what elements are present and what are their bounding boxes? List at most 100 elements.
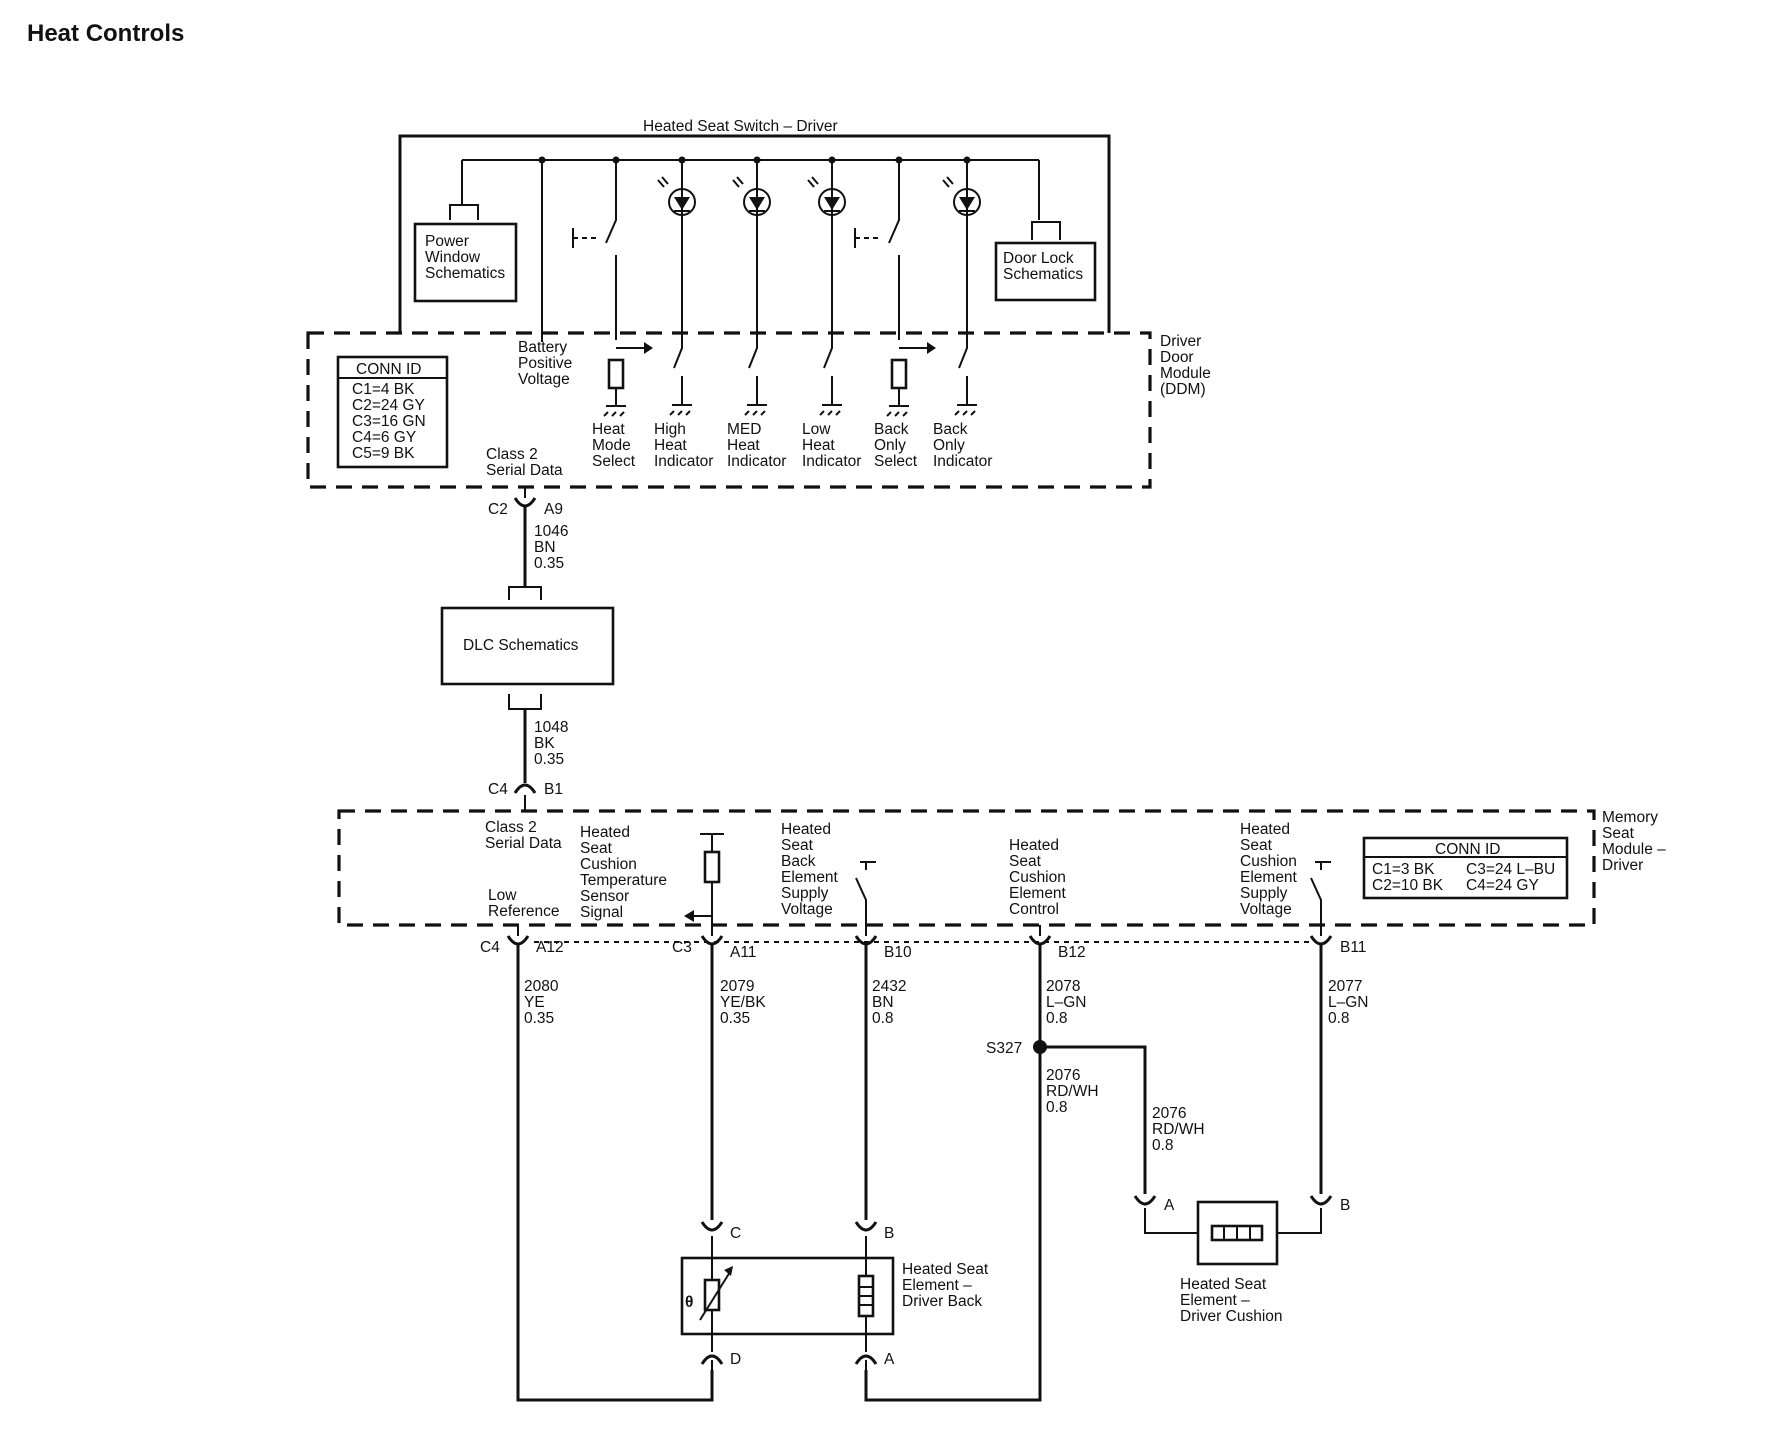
- label-pins-b11: B11: [1340, 939, 1366, 956]
- label-back_element-name-0: Heated Seat: [902, 1261, 989, 1278]
- label-ddm-conn_id-4: C5=9 BK: [352, 445, 415, 462]
- label-msm-temp_sensor-5: Signal: [580, 904, 623, 921]
- label-ddm-battery-1: Positive: [518, 355, 572, 372]
- label-connections-wire2-1: BK: [534, 735, 555, 752]
- label-wires-w2076a-1: RD/WH: [1046, 1083, 1099, 1100]
- label-msm-cushion_supply-4: Supply: [1240, 885, 1288, 902]
- heat-mode-select-switch: [572, 156, 653, 417]
- label-wires-splice: S327: [986, 1040, 1022, 1057]
- ddm-conn-id-table: CONN ID C1=4 BK C2=24 GY C3=16 GN C4=6 G…: [336, 355, 449, 469]
- label-wires-w2432-1: BN: [872, 994, 894, 1011]
- cushion-element-supply-label: Heated: [1240, 821, 1290, 838]
- temp-sensor-signal-label: Heated: [580, 824, 630, 841]
- label-ddm-serial-1: Serial Data: [486, 462, 563, 479]
- label-msm-low_ref-1: Reference: [488, 903, 560, 920]
- label-wires-w2079-0: 2079: [720, 978, 754, 995]
- wire-2078: [864, 944, 1042, 1402]
- label-msm-cushion_control-2: Cushion: [1009, 869, 1066, 886]
- label-ddm-circuits-3-2: Indicator: [802, 453, 861, 470]
- wire-2080: [516, 944, 714, 1402]
- door-lock-schematics-box: Door Lock Schematics: [994, 221, 1097, 302]
- label-wires-w2076b-0: 2076: [1152, 1105, 1186, 1122]
- label-msm-serial-1: Serial Data: [485, 835, 562, 852]
- label-msm-name-2: Module –: [1602, 841, 1666, 858]
- label-ddm-circuits-1-1: Heat: [654, 437, 687, 454]
- label-wires-w2432-0: 2432: [872, 978, 906, 995]
- label-pins-a11: A11: [730, 944, 756, 961]
- label-cushion_element-name-0: Heated Seat: [1180, 1276, 1267, 1293]
- label-msm-cushion_supply-2: Cushion: [1240, 853, 1297, 870]
- label-msm-name-0: Memory: [1602, 809, 1658, 826]
- switch-label: Heated Seat Switch – Driver: [643, 118, 838, 135]
- label-ddm-name-3: (DDM): [1160, 381, 1206, 398]
- label-ddm-conn_id-2: C3=16 GN: [352, 413, 426, 430]
- label-msm-conn_id_left-0: C1=3 BK: [1372, 861, 1435, 878]
- label-wires-w2076a-0: 2076: [1046, 1067, 1080, 1084]
- label-ddm-conn_id-0: C1=4 BK: [352, 381, 415, 398]
- back-only-select-switch: [854, 156, 936, 417]
- low-heat-indicator-label: Low: [802, 421, 831, 438]
- label-ddm-circuits-3-1: Heat: [802, 437, 835, 454]
- label-ddm-circuits-1-2: Indicator: [654, 453, 713, 470]
- label-cushion_element-name-1: Element –: [1180, 1292, 1250, 1309]
- label-connections-wire2-0: 1048: [534, 719, 568, 736]
- label-msm-name-1: Seat: [1602, 825, 1635, 842]
- msm-pin-connectors: C4 A12 C3 A11 B10 B12 B11: [480, 925, 1366, 961]
- label-ddm-circuits-4-1: Only: [874, 437, 906, 454]
- cushion-element-control-label: Heated: [1009, 837, 1059, 854]
- label-back_element-pin_a: A: [884, 1351, 895, 1368]
- page-title: Heat Controls: [27, 20, 185, 47]
- label-msm-cushion_supply-1: Seat: [1240, 837, 1273, 854]
- label-connections-ddm_pin: A9: [544, 501, 563, 518]
- msm-outline: [337, 809, 1596, 927]
- label-connections-wire1-2: 0.35: [534, 555, 564, 572]
- dlc-schematics-box: [440, 606, 615, 686]
- label-msm-back_supply-5: Voltage: [781, 901, 833, 918]
- label-connections-msm_conn: C4: [488, 781, 508, 798]
- label-wires-w2078-2: 0.8: [1046, 1010, 1068, 1027]
- memory-seat-module: Memory Seat Module – Driver CONN ID C1=3…: [337, 809, 1666, 927]
- label-back_element-pin_c: C: [730, 1225, 741, 1242]
- label-msm-conn_id_left-1: C2=10 BK: [1372, 877, 1444, 894]
- label-wires-w2079-1: YE/BK: [720, 994, 766, 1011]
- dlc-schematics-label: DLC Schematics: [463, 637, 579, 654]
- high-heat-indicator-label: High: [654, 421, 686, 438]
- label-wires-w2078-0: 2078: [1046, 978, 1080, 995]
- label-switch-door_lock-1: Schematics: [1003, 266, 1083, 283]
- label-pins-a11_conn: C3: [672, 939, 692, 956]
- label-msm-cushion_control-4: Control: [1009, 901, 1059, 918]
- msm-serial-data-label: Class 2: [485, 819, 537, 836]
- label-ddm-circuits-2-1: Heat: [727, 437, 760, 454]
- label-msm-temp_sensor-4: Sensor: [580, 888, 629, 905]
- label-wires-w2080-0: 2080: [524, 978, 559, 995]
- msm-conn-id-table: CONN ID C1=3 BK C2=10 BK C3=24 L–BU C4=2…: [1362, 836, 1569, 900]
- junction: [538, 156, 546, 164]
- label-cushion_element-name-2: Driver Cushion: [1180, 1308, 1283, 1325]
- label-msm-cushion_control-3: Element: [1009, 885, 1067, 902]
- label-ddm-conn_id-1: C2=24 GY: [352, 397, 425, 414]
- label-connections-msm_pin: B1: [544, 781, 563, 798]
- label-wires-w2432-2: 0.8: [872, 1010, 894, 1027]
- label-wires-w2076b-2: 0.8: [1152, 1137, 1174, 1154]
- label-connections-wire1-1: BN: [534, 539, 556, 556]
- label-ddm-circuits-4-2: Select: [874, 453, 918, 470]
- label-ddm-battery-2: Voltage: [518, 371, 570, 388]
- label-pins-a12: A12: [536, 939, 564, 956]
- label-msm-temp_sensor-2: Cushion: [580, 856, 637, 873]
- ddm-outline: [306, 331, 1152, 489]
- label-switch-power_window-1: Window: [425, 249, 481, 266]
- switch-outline: [398, 134, 1111, 333]
- label-ddm-circuits-0-2: Select: [592, 453, 636, 470]
- med-heat-indicator-label: MED: [727, 421, 761, 438]
- label-switch-door_lock-0: Door Lock: [1003, 250, 1074, 267]
- label-msm-back_supply-4: Supply: [781, 885, 829, 902]
- low-reference-label: Low: [488, 887, 517, 904]
- label-ddm-conn_id_title: CONN ID: [356, 361, 421, 378]
- label-msm-cushion_control-1: Seat: [1009, 853, 1042, 870]
- label-msm-conn_id_title: CONN ID: [1435, 841, 1500, 858]
- label-msm-conn_id_right-0: C3=24 L–BU: [1466, 861, 1555, 878]
- label-back_element-pin_b: B: [884, 1225, 894, 1242]
- label-msm-back_supply-3: Element: [781, 869, 839, 886]
- back-only-select-label: Back: [874, 421, 909, 438]
